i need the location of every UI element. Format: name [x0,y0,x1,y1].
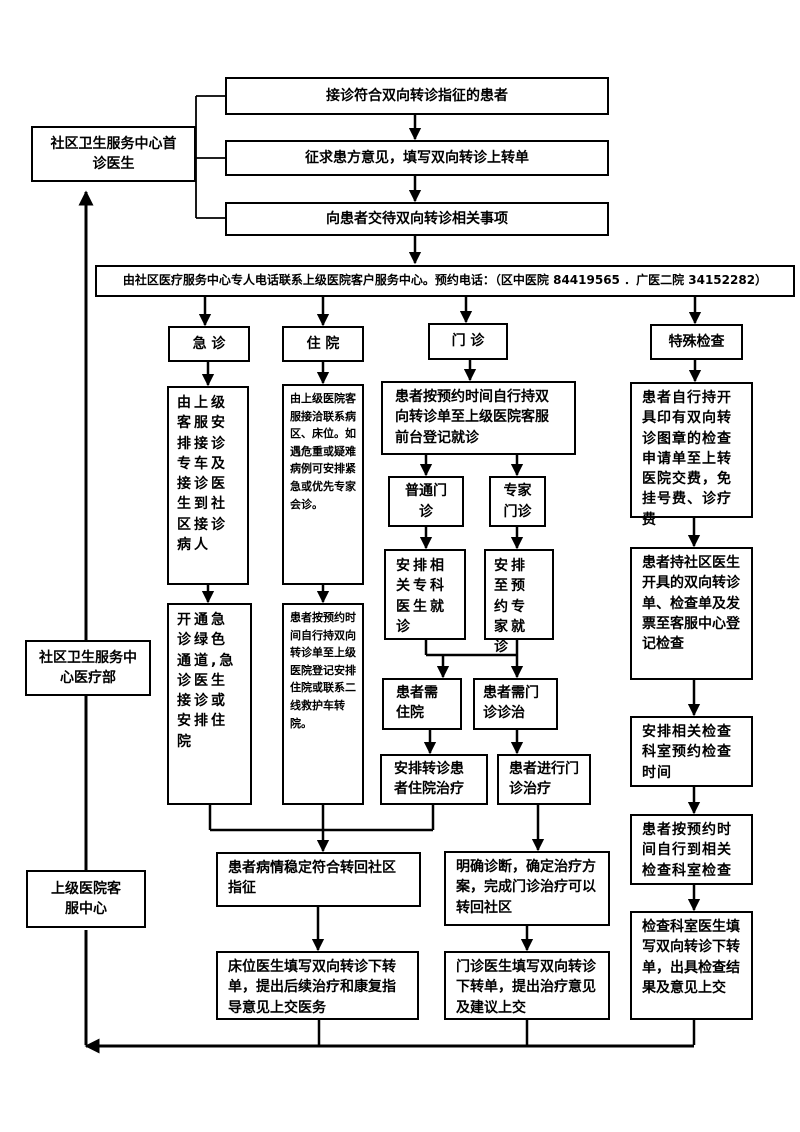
contact-bar: 由社区医疗服务中心专人电话联系上级医院客户服务中心。预约电话：（区中医院 844… [95,265,795,297]
outpatient-general: 普通门诊 [388,476,464,527]
outcome-stable: 患者病情稳定符合转回社区指征 [216,852,421,907]
outpatient-general-action: 安排相关专科医生就诊 [384,549,466,640]
outpatient-merge [424,640,519,657]
outpatient-need-outpatient: 患者需门诊诊治 [473,678,558,730]
first-doctor-bracket [195,95,226,219]
special-step5: 检查科室医生填写双向转诊下转单，出具检查结果及意见上交 [630,911,753,1020]
special-step2: 患者持社区医生开具的双向转诊单、检查单及发票至客服中心登记检查 [630,547,753,680]
outpatient-need-inpatient: 患者需住院 [382,678,462,730]
branch-outpatient: 门 诊 [428,323,508,360]
consent-referral-box: 征求患方意见，填写双向转诊上转单 [225,140,609,176]
outpatient-arrange-inpatient: 安排转诊患者住院治疗 [380,754,488,805]
outpatient-step1: 患者按预约时间自行持双向转诊单至上级医院客服前台登记就诊 [381,381,576,455]
emergency-step2: 开通急诊绿色通道,急诊医生接诊或安排住院 [167,603,252,805]
outpatient-expert: 专家门诊 [489,476,546,527]
special-step1: 患者自行持开具印有双向转诊图章的检查申请单至上转医院交费，免挂号费、诊疗费 [630,382,753,528]
special-step4: 患者按预约时间自行到相关检查科室检查 [630,814,753,885]
outcome-diagnosis: 明确诊断，确定治疗方案，完成门诊治疗可以转回社区 [444,851,610,926]
receive-patient-box: 接诊符合双向转诊指征的患者 [225,77,609,115]
emergency-step1: 由上级客服安排接诊专车及接诊医生到社区接诊病人 [167,386,249,585]
branch-special: 特殊检查 [650,324,743,360]
outcome-clinic-doctor: 门诊医生填写双向转诊下转单，提出治疗意见及建议上交 [444,951,610,1020]
inpatient-step1: 由上级医院客服接洽联系病区、床位。如遇危重或疑难病例可安排紧急或优先专家会诊。 [282,384,364,585]
inpatient-step2: 患者按预约时间自行持双向转诊单至上级医院登记安排住院或联系二线救护车转院。 [282,603,364,805]
outcome-ward-doctor: 床位医生填写双向转诊下转单，提出后续治疗和康复指导意见上交医务 [216,951,419,1020]
merge-to-stable [208,805,435,832]
special-step3: 安排相关检查科室预约检查时间 [630,716,753,787]
medical-dept-box: 社区卫生服务中心医疗部 [25,640,151,696]
hospital-service-box: 上级医院客服中心 [26,870,146,928]
branch-emergency: 急 诊 [168,326,250,362]
explain-matters-box: 向患者交待双向转诊相关事项 [225,202,609,236]
first-doctor-box: 社区卫生服务中心首诊医生 [31,126,196,182]
outpatient-expert-action: 安排至预约专家就诊 [484,549,554,655]
outpatient-do-outpatient: 患者进行门诊治疗 [497,754,591,805]
branch-inpatient: 住 院 [282,326,364,362]
